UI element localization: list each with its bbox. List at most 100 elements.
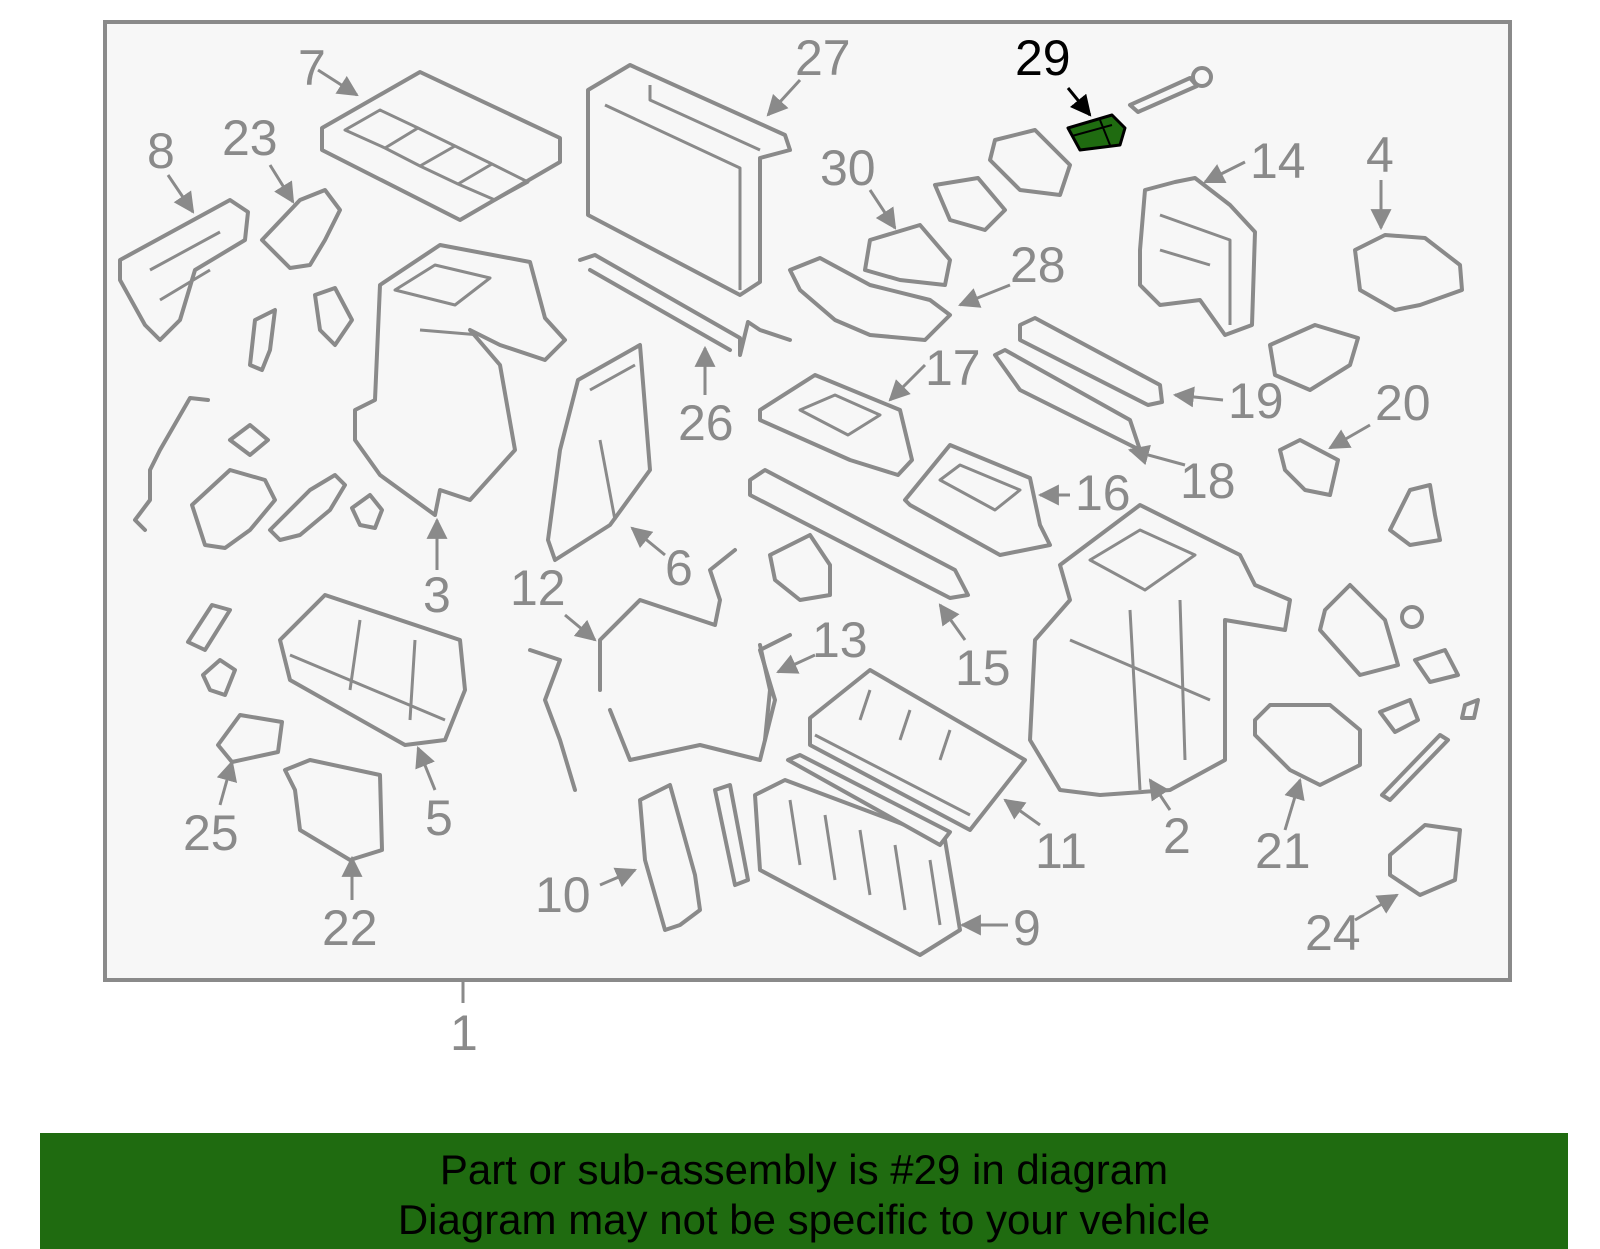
bolt-head [1191, 66, 1213, 88]
part-19-shape [1018, 316, 1164, 407]
part-small-d [190, 468, 277, 550]
leader-14 [1203, 160, 1246, 184]
part-30c-shape [988, 128, 1072, 197]
part-small-o [1380, 733, 1450, 802]
banner-line-2: Diagram may not be specific to your vehi… [397, 1196, 1211, 1243]
leader-2 [1148, 778, 1172, 811]
label-part-11: 11 [1035, 823, 1087, 879]
label-part-6: 6 [665, 540, 693, 596]
part-30-shape [863, 223, 952, 287]
leader-19 [1172, 386, 1224, 408]
label-part-2: 2 [1163, 808, 1191, 864]
part-10-shape [638, 783, 702, 932]
leader-15 [938, 603, 967, 641]
part-26-shape [578, 253, 792, 357]
label-part-24: 24 [1305, 905, 1361, 961]
banner-line-1: Part or sub-assembly is #29 in diagram [439, 1146, 1169, 1193]
part-small-q [201, 658, 237, 697]
part-25-shape [216, 713, 284, 764]
label-part-18: 18 [1180, 453, 1236, 509]
part-23-shape [260, 188, 342, 270]
leader-12 [564, 613, 597, 642]
part-small-i [768, 533, 832, 602]
part-small-a [313, 286, 354, 347]
part-small-h [1388, 483, 1442, 547]
label-part-27: 27 [795, 30, 851, 86]
part-8-shape [118, 198, 250, 342]
leader-30 [868, 189, 897, 230]
part-small-j [1318, 583, 1400, 677]
part-18-shape [993, 348, 1142, 452]
part-2-shape [1028, 503, 1292, 797]
label-part-4: 4 [1366, 127, 1394, 183]
part-9b-shape [786, 753, 952, 847]
leader-18 [1127, 444, 1186, 467]
label-part-28: 28 [1010, 237, 1066, 293]
label-part-21: 21 [1255, 823, 1311, 879]
leader-13 [776, 653, 816, 674]
label-part-10: 10 [535, 867, 591, 923]
leader-17 [888, 363, 927, 402]
label-part-30: 30 [820, 140, 876, 196]
part-small-l [1413, 648, 1460, 684]
part-24-shape [1388, 823, 1462, 897]
part-7-shape [320, 70, 562, 222]
leader-5 [415, 746, 437, 791]
part-22-shape [283, 758, 384, 862]
leader-10 [599, 867, 637, 888]
label-part-16: 16 [1075, 465, 1131, 521]
label-part-26: 26 [678, 395, 734, 451]
label-part-23: 23 [222, 110, 278, 166]
part-small-n [1378, 698, 1420, 734]
label-part-19: 19 [1228, 373, 1284, 429]
leader-23 [268, 164, 295, 204]
leader-25 [216, 759, 238, 806]
label-part-13: 13 [812, 612, 868, 668]
part-11-shape [808, 668, 1027, 832]
part-small-m [1460, 698, 1480, 720]
leader-1 [1066, 87, 1092, 117]
part-29-shape [1066, 113, 1127, 152]
leader-7 [317, 68, 359, 97]
label-part-29: 29 [1015, 30, 1071, 86]
leader-21 [1283, 777, 1305, 831]
label-part-8: 8 [147, 123, 175, 179]
part-small-e [268, 473, 347, 542]
part-30b-shape [933, 176, 1007, 232]
part-small-b [248, 308, 277, 372]
part-small-f [350, 493, 384, 530]
label-part-14: 14 [1250, 133, 1306, 189]
label-part-1: 1 [450, 1005, 478, 1061]
part-14-shape [1138, 176, 1257, 337]
part-17-shape [758, 373, 914, 477]
parts-diagram: 29 7 27 8 23 30 14 4 28 17 26 19 20 18 1… [103, 20, 1512, 1061]
label-part-3: 3 [423, 567, 451, 623]
part-3-shape [353, 243, 567, 517]
leader-6 [630, 526, 666, 557]
part-10b-shape [713, 783, 750, 887]
part-small-p [186, 603, 232, 652]
part-6-shape [546, 343, 652, 562]
part-15-shape [748, 468, 970, 600]
label-part-22: 22 [322, 900, 378, 956]
part-pipe-left [133, 396, 210, 532]
part-13-shape [528, 643, 772, 792]
part-20-shape [1278, 438, 1340, 497]
part-21-shape [1253, 703, 1362, 787]
label-part-17: 17 [925, 340, 981, 396]
part-27-shape [586, 63, 792, 297]
part-small-k [1400, 605, 1424, 629]
part-28-shape [788, 256, 952, 342]
label-part-20: 20 [1375, 375, 1431, 431]
leader-11 [1003, 798, 1041, 827]
label-part-9: 9 [1013, 900, 1041, 956]
label-part-15: 15 [955, 640, 1011, 696]
part-4-shape [1353, 233, 1464, 312]
label-part-25: 25 [183, 805, 239, 861]
leader-27 [766, 78, 802, 117]
info-banner: Part or sub-assembly is #29 in diagram D… [40, 1133, 1568, 1249]
leader-24 [1354, 893, 1399, 922]
label-part-5: 5 [425, 790, 453, 846]
leader-28 [958, 283, 1011, 308]
part-16-shape [903, 443, 1052, 557]
